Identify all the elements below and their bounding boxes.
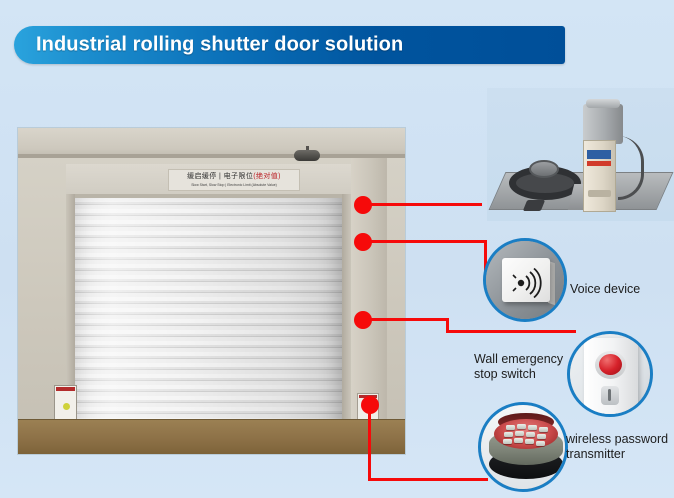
photo-door-frame-left	[66, 194, 75, 454]
transmitter-key[interactable]	[514, 438, 523, 443]
operator-motor-cap	[586, 99, 620, 108]
operator-brand-label	[587, 150, 611, 159]
callout-dot-emergency-stop	[354, 311, 372, 329]
voice-device-label: Voice device	[570, 282, 641, 296]
door-operator-photo	[487, 88, 674, 221]
photo-ceiling-beam	[18, 154, 405, 158]
callout-dot-wireless-transmitter	[361, 396, 379, 414]
callout-lead-voice-device-h1	[370, 240, 487, 243]
voice-device-image	[483, 238, 567, 322]
wireless-password-transmitter-label: wireless password transmitter	[566, 432, 668, 462]
callout-lead-emergency-stop-h1	[370, 318, 449, 321]
wall-emergency-stop-label-line2: stop switch	[474, 367, 536, 381]
operator-motor-head	[583, 104, 623, 144]
transmitter-key[interactable]	[515, 431, 524, 436]
callout-lead-wireless-transmitter-v	[368, 410, 371, 481]
photo-door-frame-right	[342, 194, 351, 454]
wireless-transmitter-label-line1: wireless password	[566, 432, 669, 446]
photo-wall-notice-marker	[63, 403, 70, 410]
door-signage: 缓启缓停 | 电子限位(绝对值) Slow Start, Slow Stop |…	[168, 169, 300, 191]
wireless-password-transmitter-image	[478, 402, 568, 492]
transmitter-key[interactable]	[517, 424, 526, 429]
callout-dot-voice-device	[354, 233, 372, 251]
transmitter-key[interactable]	[525, 439, 534, 444]
transmitter-key[interactable]	[536, 441, 545, 446]
operator-sprocket-icon	[529, 160, 559, 178]
wall-emergency-stop-switch-image	[567, 331, 653, 417]
transmitter-key[interactable]	[504, 432, 513, 437]
photo-wall-notice-header	[56, 387, 75, 391]
title-banner: Industrial rolling shutter door solution	[14, 26, 565, 64]
transmitter-key[interactable]	[539, 427, 548, 432]
transmitter-key[interactable]	[506, 425, 515, 430]
voice-device-body	[502, 258, 550, 302]
transmitter-key[interactable]	[528, 425, 537, 430]
photo-camera-arm	[306, 146, 309, 152]
photo-shutter-curtain	[75, 198, 342, 454]
rolling-shutter-door-photo: 缓启缓停 | 电子限位(绝对值) Slow Start, Slow Stop |…	[17, 127, 406, 455]
transmitter-key[interactable]	[503, 439, 512, 444]
transmitter-key[interactable]	[526, 432, 535, 437]
wall-emergency-stop-label-line1: Wall emergency	[474, 352, 564, 366]
callout-lead-emergency-stop-h2	[446, 330, 576, 333]
wall-emergency-stop-label: Wall emergency stop switch	[474, 352, 563, 382]
sound-wave-icon	[512, 267, 542, 299]
callout-dot-door-operator	[354, 196, 372, 214]
door-signage-english: Slow Start, Slow Stop | Electronic Limit…	[191, 183, 277, 187]
page-title: Industrial rolling shutter door solution	[36, 33, 404, 56]
emergency-stop-button	[599, 354, 622, 375]
photo-floor	[18, 420, 405, 454]
wireless-transmitter-label-line2: transmitter	[566, 447, 626, 461]
door-signage-chinese: 缓启缓停 | 电子限位(绝对值)	[187, 173, 281, 180]
ceiling-camera-icon	[294, 150, 320, 161]
callout-lead-door-operator	[370, 203, 482, 206]
callout-lead-wireless-transmitter-h	[368, 478, 488, 481]
key-slot-icon	[608, 389, 611, 401]
callout-lead-emergency-stop-v	[446, 318, 449, 332]
operator-model-label	[587, 161, 611, 166]
transmitter-key[interactable]	[537, 434, 546, 439]
operator-button-pad	[588, 190, 611, 197]
photo-ceiling	[18, 128, 405, 158]
